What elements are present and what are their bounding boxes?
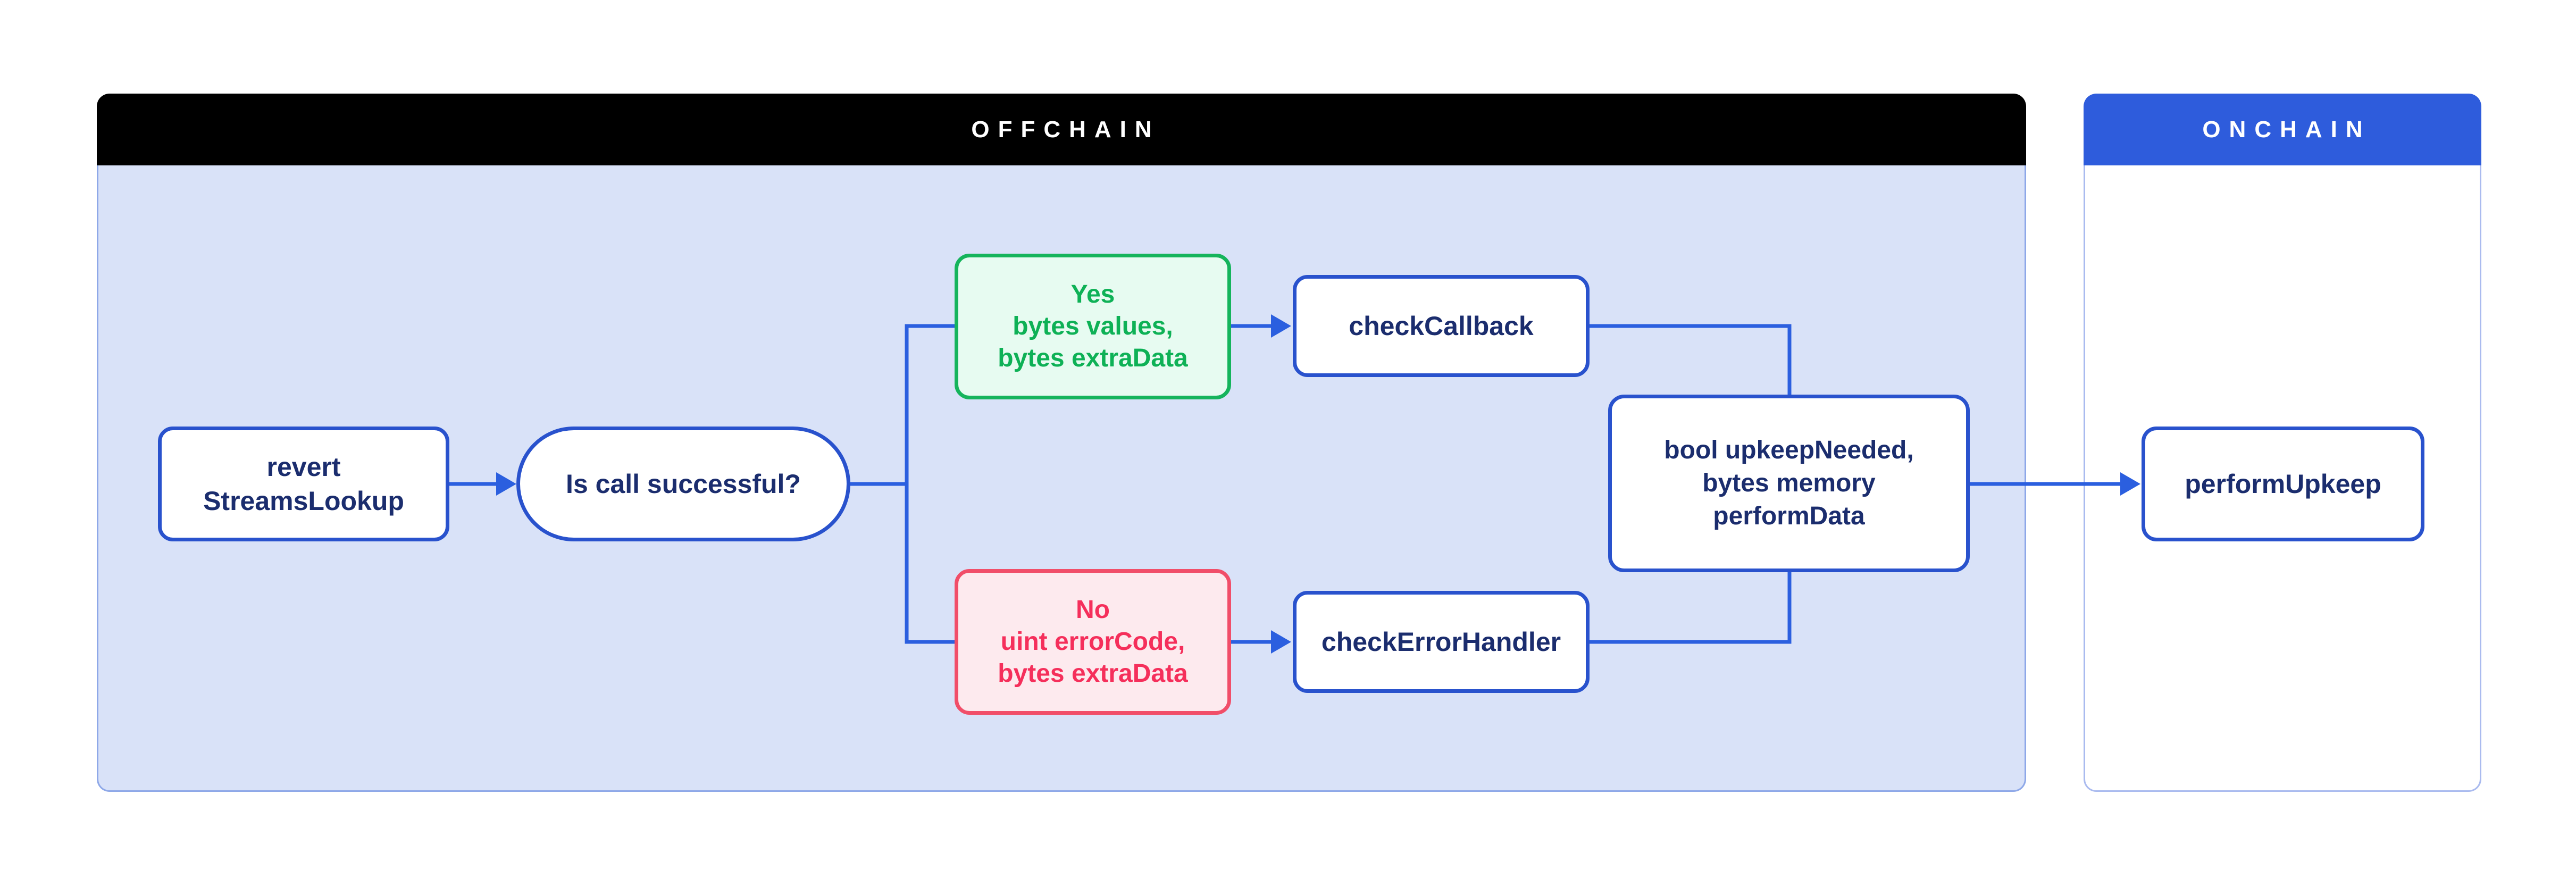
node-label: Is call successful? bbox=[566, 469, 801, 499]
arrowhead-into-check-callback bbox=[1271, 314, 1291, 338]
arrowhead-into-decision bbox=[496, 472, 516, 496]
node-check-error-handler: checkErrorHandler bbox=[1293, 591, 1590, 693]
node-label-line: performData bbox=[1713, 502, 1865, 530]
node-yes-branch: Yes bytes values, bytes extraData bbox=[955, 254, 1231, 399]
node-check-callback: checkCallback bbox=[1293, 275, 1590, 377]
node-revert-streams-lookup: revert StreamsLookup bbox=[158, 427, 449, 541]
onchain-panel-header: ONCHAIN bbox=[2084, 94, 2481, 165]
node-label: performUpkeep bbox=[2185, 469, 2381, 499]
onchain-panel-title: ONCHAIN bbox=[2202, 116, 2371, 143]
node-no-branch: No uint errorCode, bytes extraData bbox=[955, 569, 1231, 715]
node-label-line: Yes bbox=[1070, 280, 1115, 308]
node-label: checkCallback bbox=[1349, 311, 1534, 341]
node-label-line: bytes extraData bbox=[998, 659, 1188, 688]
connector-check-error-handler-to-result bbox=[1590, 572, 1792, 644]
node-label-line: bytes values, bbox=[1013, 312, 1173, 340]
node-perform-upkeep: performUpkeep bbox=[2142, 427, 2424, 541]
node-label-line: bytes extraData bbox=[998, 344, 1188, 372]
node-label-line: uint errorCode, bbox=[1000, 628, 1185, 656]
node-label-line: revert bbox=[266, 452, 341, 482]
node-label-line: StreamsLookup bbox=[203, 486, 404, 516]
node-label-line: No bbox=[1076, 596, 1110, 624]
node-label-line: bool upkeepNeeded, bbox=[1664, 436, 1914, 464]
arrowhead-into-perform-upkeep bbox=[2120, 472, 2140, 496]
node-label: checkErrorHandler bbox=[1321, 627, 1561, 657]
offchain-panel-title: OFFCHAIN bbox=[971, 116, 1160, 143]
node-is-call-successful: Is call successful? bbox=[516, 427, 850, 541]
offchain-panel-header: OFFCHAIN bbox=[97, 94, 2026, 165]
arrowhead-into-check-error-handler bbox=[1271, 630, 1291, 654]
connector-check-callback-to-result bbox=[1590, 324, 1792, 395]
node-label-line: bytes memory bbox=[1702, 469, 1876, 497]
node-upkeep-needed-result: bool upkeepNeeded, bytes memory performD… bbox=[1608, 395, 1970, 572]
